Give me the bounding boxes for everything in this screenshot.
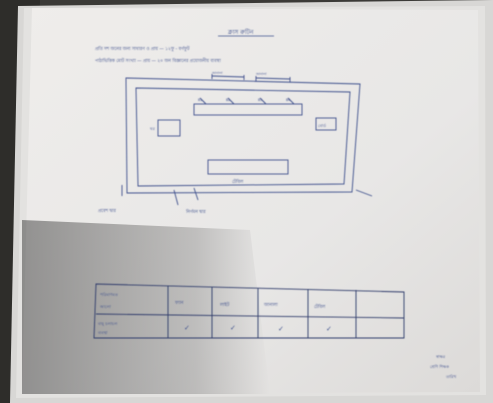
col-header-1: ফ্যান (174, 301, 184, 306)
bench-label-1: B1 (198, 98, 202, 102)
check-3: ✓ (278, 325, 284, 333)
plan-inner (135, 87, 351, 187)
left-box-label: ঘর (149, 126, 155, 131)
row1-label-2: আলো (99, 304, 112, 309)
table-outline (93, 283, 405, 339)
floor-plan (121, 74, 373, 206)
plan-outer (125, 77, 361, 194)
bench-label-2: B2 (226, 98, 230, 102)
signature-line-3: তারিখ (445, 374, 457, 379)
checklist-table (93, 283, 405, 339)
col-header-3: জানালা (263, 303, 278, 308)
bench-label-3: B3 (258, 98, 262, 102)
row2-label-2: ব্যবস্থা (97, 330, 108, 335)
window-label-1: জানালা (211, 71, 223, 75)
row2-label: বায়ু চলাচল (97, 321, 118, 326)
right-box-label: বোর্ড (318, 123, 326, 128)
check-4: ✓ (326, 325, 332, 333)
text-line-2: পাঠাভিত্তিক মোট সংখ্যা — প্রায় — ২০ জন … (95, 58, 221, 64)
table-label: টেবিল (232, 179, 244, 185)
plan-right-box (315, 117, 337, 131)
check-2: ✓ (230, 324, 236, 332)
check-1: ✓ (184, 324, 190, 332)
row1-label: পরিমাণমত (100, 292, 119, 297)
plan-left-box (157, 119, 181, 137)
col-header-2: লাইট (219, 302, 230, 308)
signature-line-2: শ্রেণি শিক্ষক (430, 364, 449, 369)
text-line-1: প্রতি দশ জনের জন্য সাধারণ ও প্রায় — ১২ফ… (95, 46, 190, 52)
window-label-2: জানালা (255, 72, 267, 76)
door-left-label: প্রবেশ দ্বার (98, 209, 116, 214)
handwriting: ক্লাস রুটিন প্রতি দশ জনের জন্য সাধারণ ও … (93, 28, 457, 379)
col-header-4: টেবিল (314, 304, 326, 310)
heading: ক্লাস রুটিন (227, 28, 254, 36)
plan-table (207, 159, 289, 175)
signature-line-1: স্বাক্ষর (435, 354, 446, 359)
bench-row (193, 103, 303, 116)
photo-shadow (22, 220, 270, 394)
door-right-label: নির্গমন দ্বার (185, 209, 206, 215)
bench-label-4: B4 (286, 98, 290, 102)
